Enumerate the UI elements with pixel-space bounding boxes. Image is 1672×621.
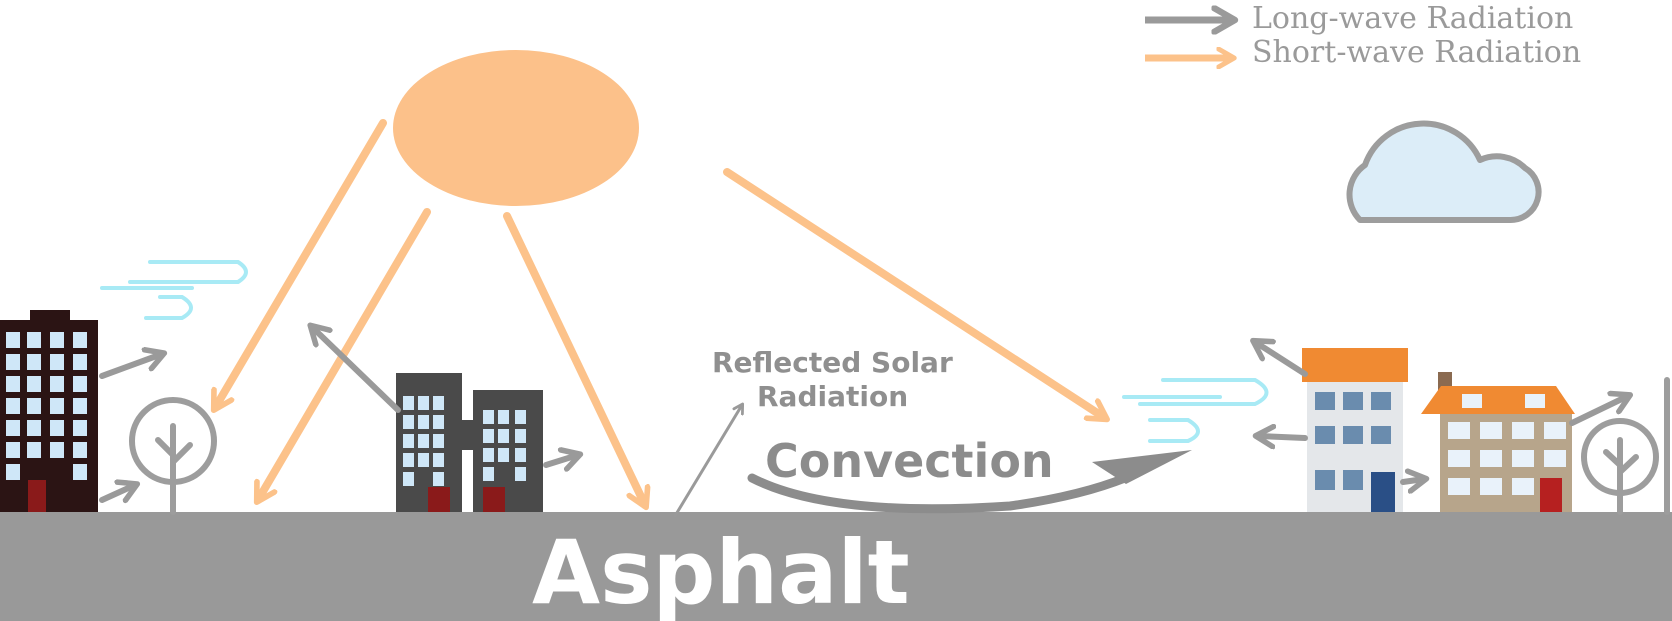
asphalt-label: Asphalt [532,521,910,621]
short-wave-legend-label: Short-wave Radiation [1252,35,1581,70]
long-wave-arrow [543,455,578,465]
short-wave-arrow [215,119,387,408]
door [1371,472,1395,512]
office-building-middle [396,373,543,512]
short-wave-arrow [723,168,1105,418]
long-wave-arrow [1258,436,1308,438]
long-wave-arrow [1569,396,1628,426]
tree-icon-left [129,397,217,515]
short-wave-arrows [215,119,1105,505]
reflected-solar-label-line1: Reflected Solar [712,346,953,379]
wind-icon-right [1122,378,1269,443]
convection-label: Convection [765,434,1054,488]
door [428,487,450,512]
asphalt-ground [0,512,1672,621]
sun-icon [393,50,639,206]
house-tall-right [1302,348,1408,512]
wind-icon-left [100,260,248,320]
office-tower-left [0,310,98,512]
short-wave-arrow [503,212,645,505]
long-wave-arrow [1400,479,1424,482]
reflected-solar-arrow [673,405,742,518]
convection-arrowhead [1092,450,1192,484]
convection-arrow [747,473,1130,514]
long-wave-arrow [99,485,135,500]
long-wave-arrow [99,354,162,379]
door [483,487,505,512]
tree-icon-right [1581,377,1670,515]
long-wave-arrow [312,327,401,413]
reflected-solar-label-line2: Radiation [757,380,908,413]
long-wave-legend-label: Long-wave Radiation [1252,1,1573,36]
door [1540,478,1562,512]
house-wide-right [1421,372,1575,512]
door [28,480,46,512]
long-wave-arrows [99,327,1628,500]
legend: Long-wave Radiation Short-wave Radiation [1145,1,1581,70]
long-wave-arrow [1255,342,1308,377]
cloud-icon [1346,120,1542,224]
